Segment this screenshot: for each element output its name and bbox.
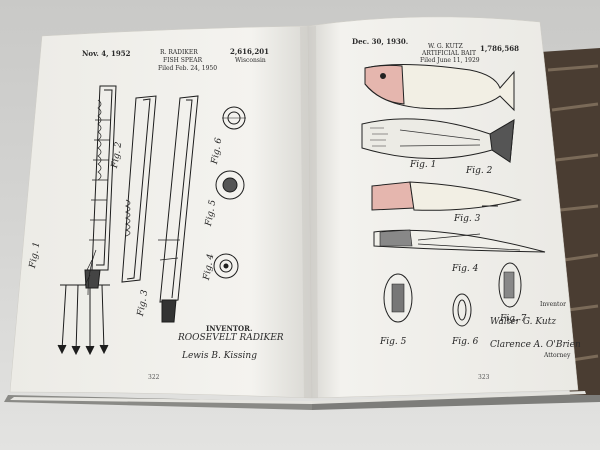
- right-fig-4: Fig. 4: [452, 264, 479, 274]
- left-patent-date: Nov. 4, 1952: [82, 49, 131, 58]
- right-fig-3: Fig. 3: [454, 214, 481, 224]
- right-fig-2: Fig. 2: [466, 166, 493, 176]
- right-filed-date: Filed June 11, 1929: [420, 57, 480, 64]
- left-filed-date: Filed Feb. 24, 1950: [158, 65, 218, 72]
- right-fig-6: Fig. 6: [452, 337, 479, 347]
- left-inventor-header: R. RADIKER: [160, 49, 198, 56]
- right-inventor-label: Inventor: [540, 301, 566, 308]
- right-inventor-header: W. G. KUTZ: [428, 43, 463, 50]
- left-state: Wisconsin: [235, 57, 266, 64]
- left-patent-number: 2,616,201: [230, 47, 269, 56]
- left-inventor-name: ROOSEVELT RADIKER: [178, 333, 284, 343]
- right-fig-1: Fig. 1: [410, 160, 437, 170]
- right-fig-5: Fig. 5: [380, 337, 407, 347]
- right-fig-7: Fig. 7: [500, 314, 527, 324]
- bait-drawing: [361, 63, 546, 327]
- left-page-number: 322: [148, 374, 160, 381]
- right-attorney-signature: Clarence A. O'Brien: [490, 340, 581, 350]
- left-signature: Lewis B. Kissing: [182, 351, 257, 361]
- fish-spear-drawing: [57, 85, 246, 356]
- cover-edge-right: [312, 392, 600, 410]
- right-patent-number: 1,786,568: [480, 44, 519, 53]
- right-page-number: 323: [478, 374, 490, 381]
- left-inventor-label: INVENTOR.: [206, 324, 253, 333]
- right-patent-title: ARTIFICIAL BAIT: [422, 50, 476, 57]
- right-attorney-label: Attorney: [544, 352, 571, 359]
- right-inventor-name: Walter G. Kutz: [490, 317, 557, 327]
- left-patent-title: FISH SPEAR: [163, 57, 203, 64]
- right-patent-date: Dec. 30, 1930.: [352, 37, 409, 46]
